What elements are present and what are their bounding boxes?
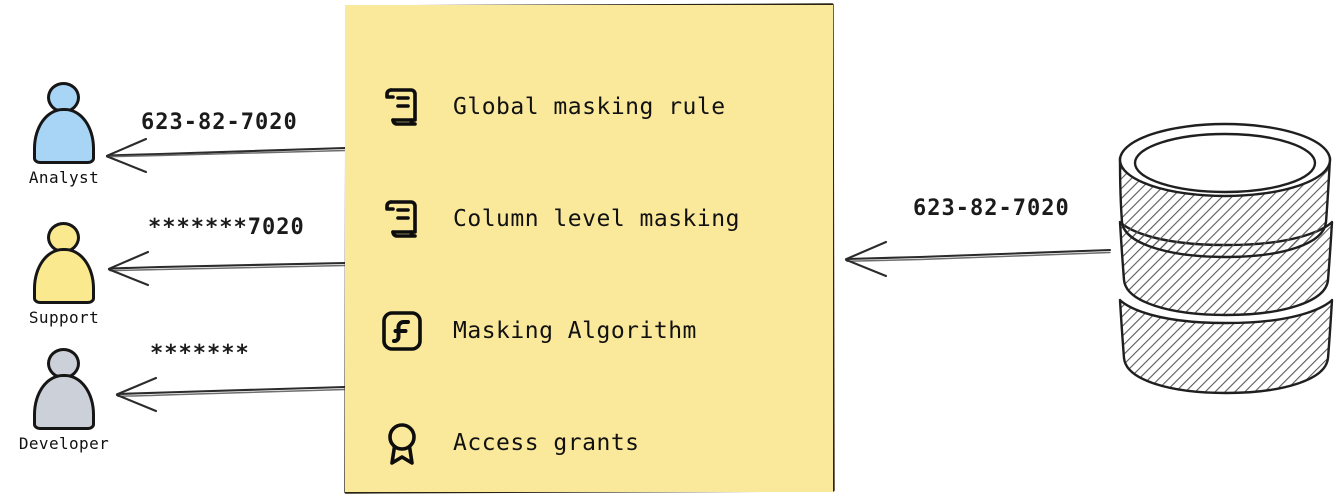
avatar-body [33,248,95,304]
arrow-to-analyst [105,137,347,174]
analyst-avatar [18,82,110,166]
persona-developer[interactable]: Developer [4,348,124,453]
arrow-to-support [107,250,347,287]
persona-label-support: Support [28,308,100,327]
policy-item-label: Column level masking [453,206,740,232]
flow-label-database: 623-82-7020 [913,196,1070,221]
flow-label-support: *******7020 [148,215,305,240]
support-avatar [18,222,110,306]
avatar-body [33,108,95,164]
persona-analyst[interactable]: Analyst [4,82,124,187]
arrow-database-to-panel [844,240,1112,278]
policy-item-label: Access grants [453,430,640,456]
function-icon [377,306,427,356]
policy-item-column-level-masking[interactable]: Column level masking [377,163,833,275]
persona-label-analyst: Analyst [28,168,100,187]
policy-item-masking-algorithm[interactable]: Masking Algorithm [377,275,833,387]
scroll-icon [377,82,427,132]
flow-label-developer: ******* [150,341,250,366]
arrow-to-developer [115,376,347,413]
persona-label-developer: Developer [18,434,110,453]
policy-item-label: Global masking rule [453,94,726,120]
policy-item-global-masking-rule[interactable]: Global masking rule [377,51,833,163]
policy-item-label: Masking Algorithm [453,318,697,344]
policy-item-access-grants[interactable]: Access grants [377,387,833,499]
database-icon [1118,122,1334,395]
policy-list: Global masking rule Column level masking [345,5,833,492]
avatar-body [33,374,95,430]
persona-support[interactable]: Support [4,222,124,327]
award-icon [377,418,427,468]
developer-avatar [18,348,110,432]
scroll-icon [377,194,427,244]
flow-label-analyst: 623-82-7020 [141,110,298,135]
avatar-head [47,82,80,113]
policy-panel: Global masking rule Column level masking [345,5,833,492]
